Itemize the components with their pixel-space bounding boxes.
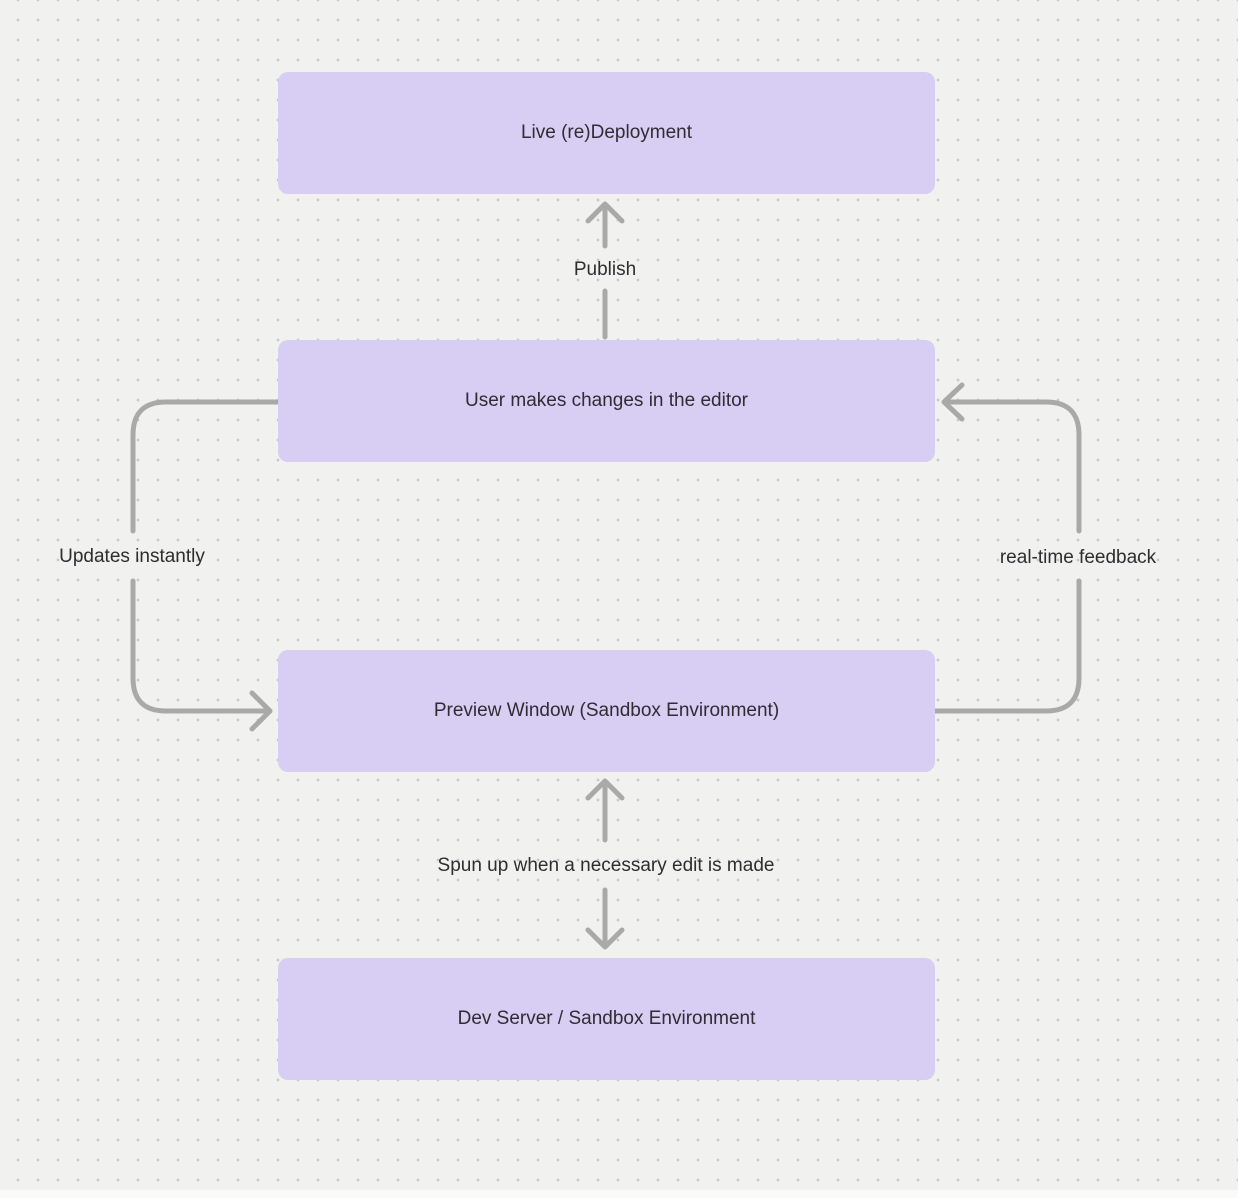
arrowhead-right-icon bbox=[249, 690, 273, 732]
arrowhead-up-icon bbox=[585, 201, 625, 224]
arrowhead-left-icon bbox=[941, 382, 965, 422]
node-preview-window[interactable]: Preview Window (Sandbox Environment) bbox=[278, 650, 935, 772]
edge-label-publish: Publish bbox=[573, 259, 637, 280]
edge-updates-instantly-line bbox=[130, 399, 281, 714]
node-dev-server-label: Dev Server / Sandbox Environment bbox=[457, 1008, 756, 1029]
edge-publish bbox=[585, 201, 625, 340]
arrowhead-down-icon bbox=[585, 927, 625, 950]
edge-spun-up bbox=[585, 778, 625, 950]
arrowhead-up-icon bbox=[585, 778, 625, 801]
canvas-bottom-edge bbox=[0, 1190, 1238, 1198]
edge-label-spun-up: Spun up when a necessary edit is made bbox=[437, 855, 775, 876]
edge-updates-instantly bbox=[130, 399, 281, 732]
edge-realtime-feedback-line bbox=[932, 399, 1082, 714]
node-dev-server[interactable]: Dev Server / Sandbox Environment bbox=[278, 958, 935, 1080]
edge-realtime-feedback bbox=[932, 382, 1082, 714]
node-live-deployment[interactable]: Live (re)Deployment bbox=[278, 72, 935, 194]
node-preview-window-label: Preview Window (Sandbox Environment) bbox=[433, 700, 780, 721]
edge-label-updates-instantly: Updates instantly bbox=[59, 546, 205, 567]
edge-label-realtime-feedback: real-time feedback bbox=[999, 547, 1157, 568]
node-editor[interactable]: User makes changes in the editor bbox=[278, 340, 935, 462]
node-editor-label: User makes changes in the editor bbox=[464, 390, 749, 411]
node-live-deployment-label: Live (re)Deployment bbox=[520, 122, 693, 143]
